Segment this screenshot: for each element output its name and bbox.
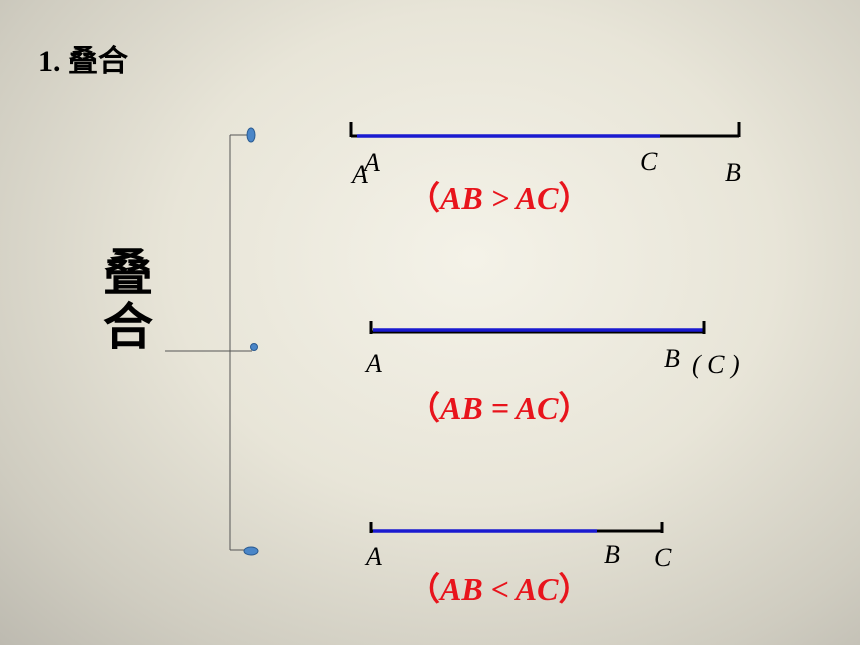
case1-label-c: C [640,147,658,176]
page-title: 1. 叠合 [38,45,128,78]
bracket-connector [165,127,259,556]
case2-segments [369,321,706,334]
case1-relation-open: （ [408,180,441,216]
case3-relation-open: （ [408,571,441,607]
case2-relation-open: （ [408,390,441,426]
case3-relation-expr: AB < AC [440,571,559,607]
case1-relation: （AB > AC） [408,182,590,214]
case2-label-b: B [664,344,680,373]
case3-segments [369,522,664,533]
case3-label-a: A [366,542,382,571]
bracket-node-bottom [243,546,259,556]
case1-label-a-upper: A [364,148,380,177]
case1-segments [349,122,741,138]
case2-label-a: A [366,349,382,378]
case2-relation-close: ） [558,390,591,426]
case3-relation: （AB < AC） [408,573,590,605]
case1-label-b: B [725,158,741,187]
case1-relation-close: ） [558,180,591,216]
case3-relation-close: ） [558,571,591,607]
case3-label-c: C [654,543,672,572]
side-title: 叠合 [103,244,153,356]
case1-label-a-lower: A [352,160,368,189]
case2-relation-expr: AB = AC [440,390,559,426]
case2-relation: （AB = AC） [408,392,590,424]
case3-label-b: B [604,540,620,569]
case1-relation-expr: AB > AC [440,180,559,216]
bracket-node-middle [250,343,258,351]
case2-label-c-coincident: ( C ) [692,350,740,379]
bracket-node-top [246,127,256,143]
